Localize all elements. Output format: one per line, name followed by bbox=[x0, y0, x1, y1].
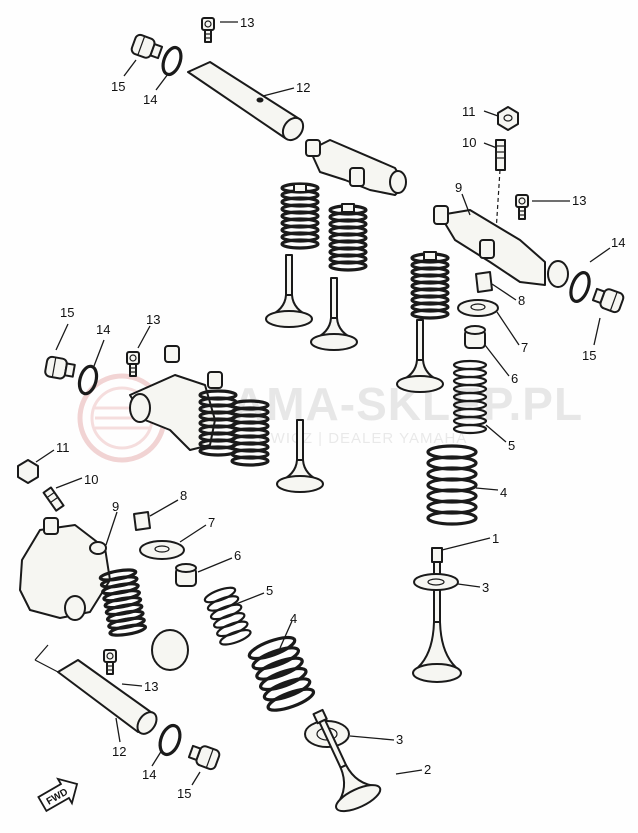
callout-label: 10 bbox=[462, 135, 476, 150]
inner-spring-part bbox=[452, 359, 488, 435]
o-ring-part bbox=[158, 723, 182, 757]
plug-part bbox=[43, 355, 77, 382]
valve-part bbox=[310, 277, 358, 351]
callout-label: 13 bbox=[146, 312, 160, 327]
callout-label: 7 bbox=[521, 340, 528, 355]
callout-label: 15 bbox=[177, 786, 191, 801]
o-ring-part bbox=[569, 271, 591, 303]
collet-part bbox=[133, 511, 151, 531]
callout-label: 10 bbox=[84, 472, 98, 487]
callout-label: 2 bbox=[424, 762, 431, 777]
callout-label: 9 bbox=[455, 180, 462, 195]
callout-label: 13 bbox=[240, 15, 254, 30]
valve-part bbox=[312, 708, 382, 813]
spring-part bbox=[280, 182, 320, 250]
outer-spring-part bbox=[426, 444, 478, 526]
fwd-arrow-icon: FWD bbox=[37, 777, 79, 813]
callout-label: 14 bbox=[96, 322, 110, 337]
plug-part bbox=[129, 32, 165, 63]
plug-part bbox=[186, 741, 222, 772]
callout-label: 11 bbox=[462, 104, 476, 119]
nut-part bbox=[497, 106, 519, 131]
callout-label: 6 bbox=[234, 548, 241, 563]
spring-part bbox=[328, 204, 368, 272]
callout-label: 6 bbox=[511, 371, 518, 386]
callout-label: 15 bbox=[60, 305, 74, 320]
callout-label: 11 bbox=[56, 440, 70, 455]
nut-part bbox=[17, 459, 39, 484]
bolt-part bbox=[126, 351, 140, 377]
callout-label: 12 bbox=[296, 80, 310, 95]
callout-label: 4 bbox=[500, 485, 507, 500]
callout-label: 14 bbox=[143, 92, 157, 107]
bolt-part bbox=[515, 194, 529, 220]
o-ring-part bbox=[161, 45, 183, 77]
callout-label: 3 bbox=[396, 732, 403, 747]
o-ring-part bbox=[77, 364, 99, 396]
rocker-arm-part bbox=[129, 374, 216, 451]
callout-label: 5 bbox=[508, 438, 515, 453]
valve-part bbox=[412, 547, 462, 683]
watermark-sub-text: OWICZ | DEALER YAMAHA bbox=[258, 430, 467, 447]
plug-part bbox=[590, 284, 626, 315]
adjuster-part bbox=[495, 139, 506, 171]
valve-part bbox=[265, 254, 313, 328]
callout-label: 3 bbox=[482, 580, 489, 595]
bolt-part bbox=[201, 17, 215, 43]
callouts: 13 15 14 12 11 10 9 13 14 15 8 7 6 5 4 1 bbox=[35, 15, 625, 801]
retainer-part bbox=[457, 299, 499, 317]
bolt-part bbox=[103, 649, 117, 675]
adjuster-part bbox=[42, 486, 65, 512]
lower-assembly: FWD bbox=[17, 345, 382, 813]
retainer-part bbox=[139, 540, 185, 560]
callout-label: 13 bbox=[144, 679, 158, 694]
upper-assembly bbox=[129, 17, 626, 683]
callout-label: 9 bbox=[112, 499, 119, 514]
callout-label: 8 bbox=[180, 488, 187, 503]
callout-label: 13 bbox=[572, 193, 586, 208]
callout-label: 7 bbox=[208, 515, 215, 530]
valve-seat-ring-part bbox=[413, 573, 459, 591]
callout-label: 8 bbox=[518, 293, 525, 308]
callout-label: 14 bbox=[142, 767, 156, 782]
callout-label: 14 bbox=[611, 235, 625, 250]
inner-spring-part bbox=[203, 586, 252, 646]
callout-label: 15 bbox=[111, 79, 125, 94]
callout-label: 1 bbox=[492, 531, 499, 546]
callout-label: 5 bbox=[266, 583, 273, 598]
spring-part bbox=[410, 252, 450, 320]
outer-spring-part bbox=[247, 635, 316, 712]
valve-part bbox=[396, 319, 444, 393]
collet-part bbox=[475, 271, 493, 293]
callout-label: 12 bbox=[112, 744, 126, 759]
callout-label: 15 bbox=[582, 348, 596, 363]
callout-label: 4 bbox=[290, 611, 297, 626]
